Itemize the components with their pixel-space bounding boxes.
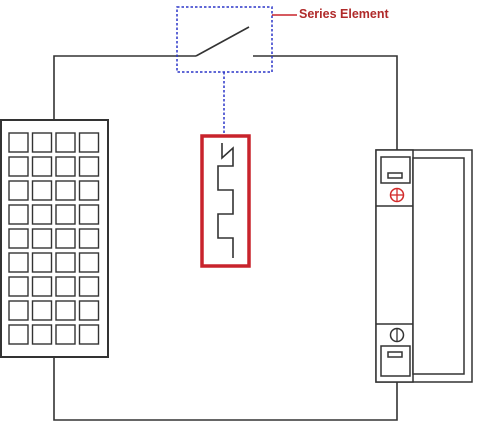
solar-cell [55,156,76,177]
solar-cell [55,300,76,321]
solar-cell [78,180,100,201]
solar-cell [78,228,100,249]
solar-cell [31,180,53,201]
battery-icon [375,149,473,383]
solar-cell [8,156,29,177]
wire-top-right [253,55,398,150]
solar-cell [78,132,100,153]
solar-cell [31,276,53,297]
wire-top-left [53,55,196,120]
series-element-highlight [176,6,273,136]
solar-cell [78,252,100,273]
solar-cell [55,204,76,225]
solar-cell [55,252,76,273]
solar-cell [55,180,76,201]
solar-cell [78,276,100,297]
solar-cell [55,228,76,249]
solar-cell [78,300,100,321]
plus-terminal-icon [389,187,405,203]
solar-cells [8,132,100,345]
solar-cell [78,204,100,225]
solar-cell [31,204,53,225]
solar-cell [78,156,100,177]
switch-icon [195,26,250,57]
wire-bottom [53,357,398,421]
solar-cell [31,252,53,273]
solar-cell [8,228,29,249]
resistor-highlight-box [200,134,251,268]
solar-cell [31,324,53,345]
solar-cell [8,252,29,273]
solar-cell [8,300,29,321]
solar-cell [31,228,53,249]
solar-cell [55,276,76,297]
solar-cell [8,132,29,153]
solar-cell [31,132,53,153]
solar-cell [8,324,29,345]
solar-cell [8,180,29,201]
circuit-wires [53,55,398,421]
series-element-label: Series Element [299,7,389,21]
solar-cell [78,324,100,345]
solar-panel-icon [0,119,109,358]
solar-cell [31,300,53,321]
solar-cell [8,276,29,297]
minus-terminal-icon [389,327,405,343]
resistor-icon [217,143,234,258]
solar-cell [8,204,29,225]
solar-cell [55,132,76,153]
solar-cell [55,324,76,345]
solar-cell [31,156,53,177]
